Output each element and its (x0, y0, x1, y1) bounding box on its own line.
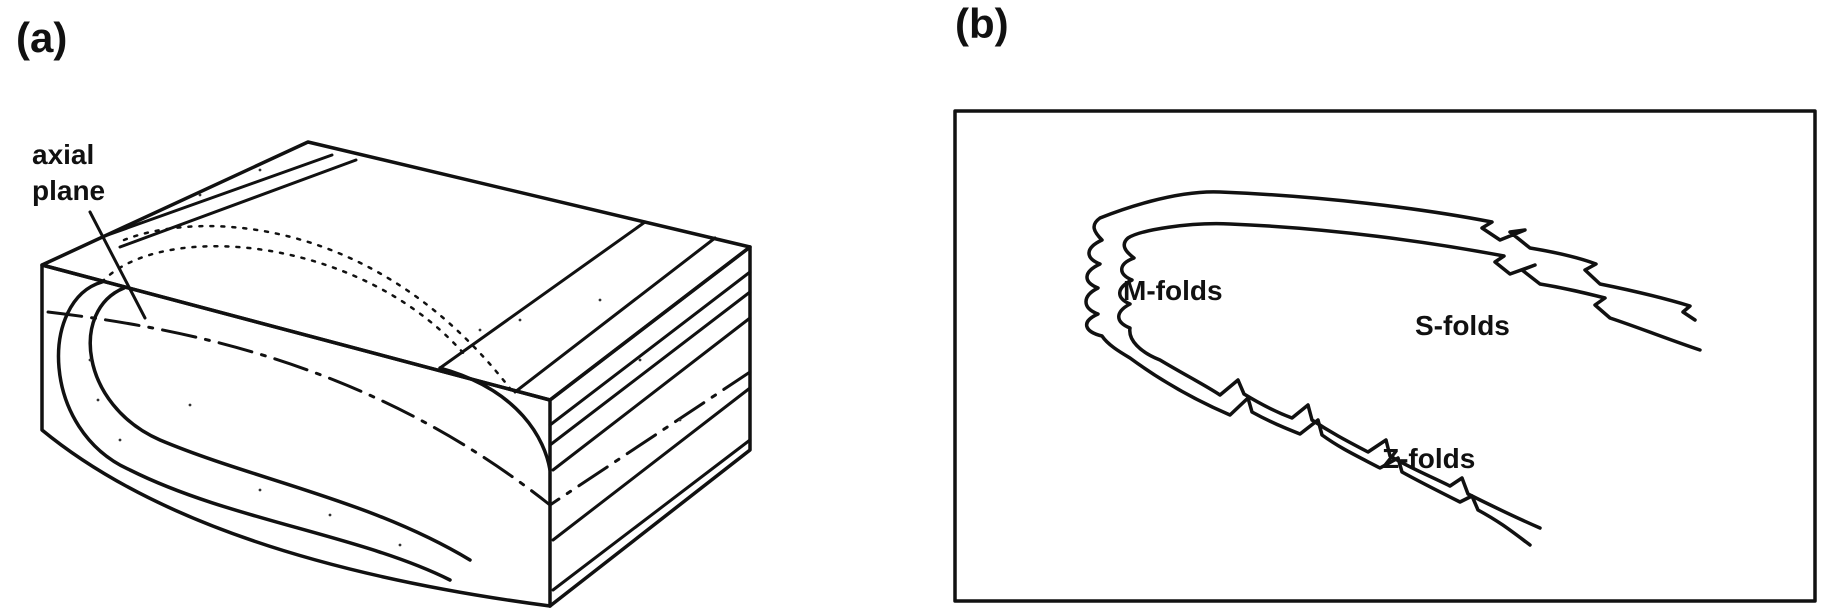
hinge-trace-2 (122, 224, 517, 397)
top-stratum-line-4 (513, 236, 717, 394)
side-stratum-line-5 (551, 438, 752, 592)
stipple-texture (88, 168, 682, 547)
panel-a: (a) (16, 14, 752, 608)
s-folds-label: S-folds (1415, 310, 1510, 341)
fold-hinge-right (438, 366, 552, 472)
block-front-face (40, 263, 552, 608)
z-folds-label: Z-folds (1382, 443, 1475, 474)
hinge-trace-1 (100, 245, 467, 357)
axial-plane-leader-line (88, 210, 147, 320)
fold-inner-limb (88, 286, 472, 562)
fold-outer-limb (56, 280, 452, 582)
fold-inner-line (1117, 221, 1702, 530)
axial-plane-label-line-2: plane (32, 175, 105, 206)
top-stratum-line-1 (100, 153, 334, 239)
panel-b: (b) M-folds S-folds Z-folds (953, 0, 1817, 603)
axial-plane-trace (46, 310, 752, 507)
panel-a-label: (a) (16, 14, 67, 61)
top-stratum-line-3 (438, 220, 647, 370)
side-stratum-line-1 (548, 270, 752, 427)
block-diagram (40, 140, 752, 608)
panel-b-label: (b) (955, 0, 1009, 47)
side-stratum-line-2 (548, 290, 752, 447)
top-stratum-line-2 (118, 158, 358, 249)
panel-b-frame (953, 109, 1817, 603)
m-folds-label: M-folds (1123, 275, 1223, 306)
fold-outer-line (1084, 190, 1697, 547)
side-stratum-line-3 (551, 316, 752, 472)
side-stratum-line-4 (551, 386, 752, 542)
block-right-face (548, 245, 752, 608)
block-top-face (40, 140, 752, 402)
axial-plane-label-line-1: axial (32, 139, 94, 170)
